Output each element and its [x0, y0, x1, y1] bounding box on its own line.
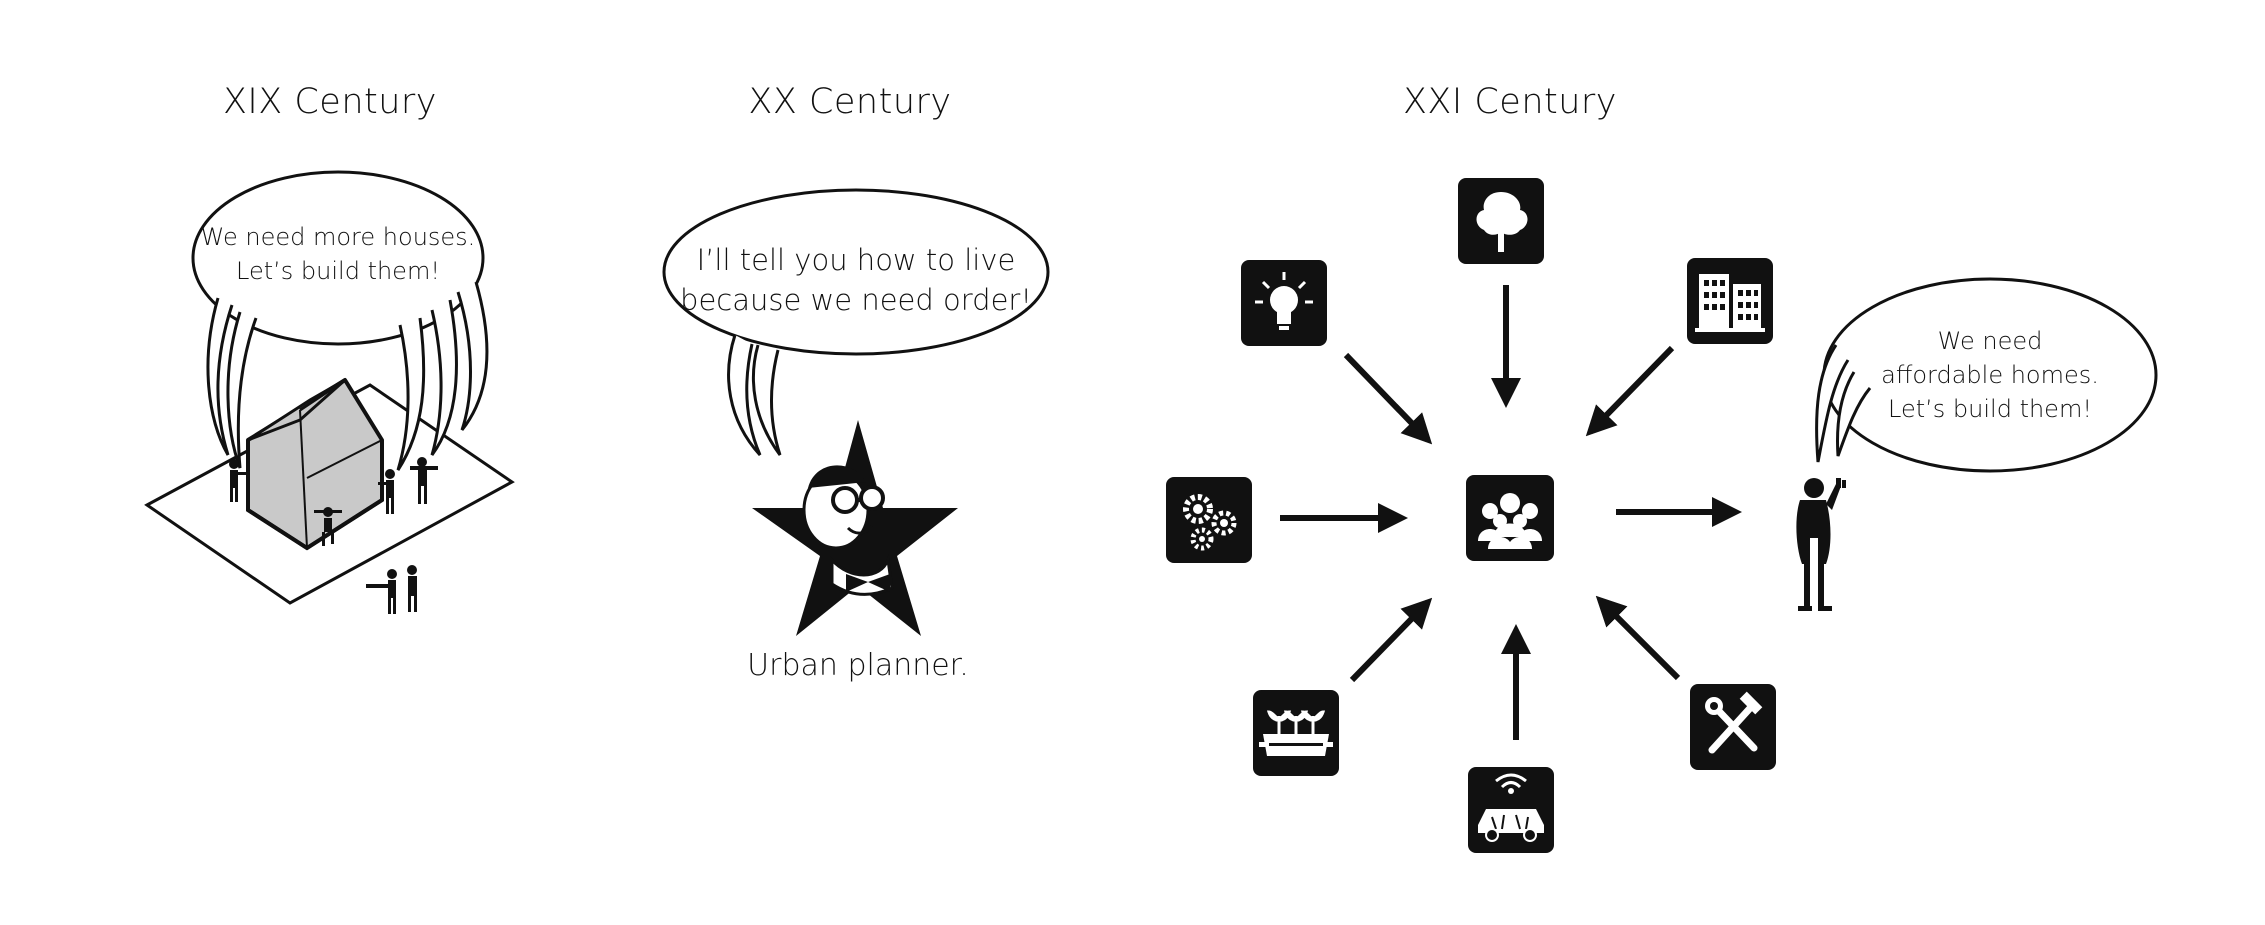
citizen-silhouette: [1796, 478, 1846, 611]
tools-hammer-wrench-icon: [1690, 684, 1776, 770]
worker-silhouettes: [229, 457, 438, 614]
xx-century-title: XX Century: [748, 82, 952, 122]
urban-planner-star-icon: [752, 420, 958, 636]
xxi-speech-bubble: [1815, 277, 2158, 473]
xix-century-title: XIX Century: [222, 82, 438, 122]
xix-speech-text: We need more houses. Let’s build them!: [193, 220, 483, 288]
community-people-icon: [1466, 475, 1554, 561]
xxi-speech-line-3: Let’s build them!: [1888, 395, 2092, 423]
xx-scene: [662, 188, 1050, 636]
planter-sprouts-icon: [1253, 690, 1339, 776]
wifi-car-icon: [1468, 767, 1554, 853]
xx-speech-bubble: [662, 188, 1050, 457]
xix-speech-line-2: Let’s build them!: [236, 257, 440, 285]
urban-planner-caption: Urban planner.: [747, 648, 969, 683]
xxi-speech-line-2: affordable homes.: [1881, 361, 2099, 389]
xix-speech-bubble: [191, 170, 489, 471]
xxi-speech-text: We need affordable homes. Let’s build th…: [1850, 324, 2130, 426]
office-buildings-icon: [1687, 258, 1773, 344]
xix-speech-line-1: We need more houses.: [200, 223, 476, 251]
lightbulb-icon: [1241, 260, 1327, 346]
house: [246, 378, 384, 551]
xxi-speech-line-1: We need: [1937, 327, 2043, 355]
xx-speech-line-2: because we need order!: [680, 283, 1032, 317]
gears-icon: [1166, 477, 1252, 563]
xix-scene: [144, 170, 515, 614]
xx-speech-text: I’ll tell you how to live because we nee…: [676, 240, 1036, 320]
flow-arrows: [1280, 285, 1742, 740]
tree-icon: [1458, 178, 1544, 264]
xxi-scene: [1166, 178, 2158, 853]
xx-speech-line-1: I’ll tell you how to live: [696, 243, 1016, 277]
xxi-century-title: XXI Century: [1402, 82, 1618, 122]
